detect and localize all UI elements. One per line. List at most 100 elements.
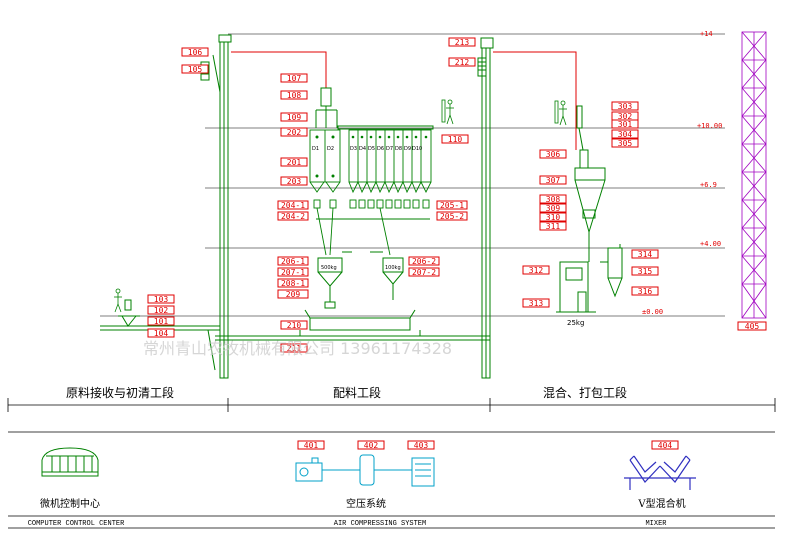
tag-label: 402 xyxy=(364,441,379,450)
air-system-label: 空压系统 xyxy=(346,497,386,510)
tag-label: 302 xyxy=(618,112,633,121)
tag-label: 211 xyxy=(287,344,302,353)
conveying-lines xyxy=(231,51,577,150)
tag-label: 304 xyxy=(618,130,633,139)
computer-center-label: 微机控制中心 xyxy=(40,497,100,510)
section-divider xyxy=(7,398,776,412)
pulse-dust-collector-2 xyxy=(477,57,487,77)
section-title-batching: 配料工段 xyxy=(333,385,381,400)
tag-label: 205-1 xyxy=(440,201,464,210)
tag-label: 404 xyxy=(658,441,673,450)
worker-icon xyxy=(441,99,454,125)
tag-label: 108 xyxy=(287,91,302,100)
tag-label: 312 xyxy=(529,266,544,275)
tag-label: 104 xyxy=(154,329,169,338)
batching-bins xyxy=(309,129,432,194)
tag-label: 101 xyxy=(154,317,169,326)
tag-label: 203 xyxy=(287,177,302,186)
tag-label: 213 xyxy=(455,38,470,47)
tag-label: 110 xyxy=(448,135,463,144)
tag-label: 309 xyxy=(546,204,561,213)
tag-label: 301 xyxy=(618,120,633,129)
level-label: +4.00 xyxy=(700,240,721,248)
buffer-hopper xyxy=(215,309,490,341)
dust-collector-mix xyxy=(600,244,623,298)
tag-label: 204-2 xyxy=(281,212,305,221)
tag-label: 303 xyxy=(618,102,633,111)
worker-icon xyxy=(554,100,567,126)
screw-feeders xyxy=(313,199,430,256)
tag-label: 315 xyxy=(638,267,653,276)
tag-label: 314 xyxy=(638,250,653,259)
equipment-tags: 106 105 103 102 101 104 210 211 107 108 … xyxy=(147,37,767,353)
air-system-label-en: AIR COMPRESSING SYSTEM xyxy=(334,520,426,528)
packing-machine xyxy=(556,255,596,313)
equipment-panel-frame xyxy=(8,431,775,529)
mixer-label-en: MIXER xyxy=(645,520,667,528)
bin-label: D5 xyxy=(368,146,375,152)
bucket-elevator-2 xyxy=(480,37,494,379)
bin-label: D6 xyxy=(377,146,384,152)
watermark-text: 常州青山农牧机械有限公司 13961174328 xyxy=(143,339,452,358)
level-label: +14 xyxy=(700,30,713,38)
tag-label: 316 xyxy=(638,287,653,296)
tag-label: 107 xyxy=(287,74,302,83)
tag-label: 313 xyxy=(529,299,544,308)
tag-label: 206-1 xyxy=(281,257,305,266)
bin-label: D8 xyxy=(395,146,402,152)
batching-scale-500kg xyxy=(317,251,352,309)
bin-label: D3 xyxy=(350,146,357,152)
lattice-tower xyxy=(741,31,767,319)
tag-label: 105 xyxy=(188,65,203,74)
v-mixer-unit xyxy=(574,105,606,255)
tag-label: 205-2 xyxy=(440,212,464,221)
bin-label: D9 xyxy=(404,146,411,152)
tag-label: 308 xyxy=(546,195,561,204)
batching-scale-100kg xyxy=(370,251,404,300)
tag-label: 103 xyxy=(154,295,169,304)
computer-control-center-icon xyxy=(41,447,99,477)
tag-label: 212 xyxy=(455,58,470,67)
tag-label: 202 xyxy=(287,128,302,137)
air-compressor-icon xyxy=(295,454,435,487)
worker-icon xyxy=(114,288,122,313)
tag-label: 210 xyxy=(287,321,302,330)
bin-label: D1 xyxy=(312,146,319,152)
bucket-elevator-1 xyxy=(212,34,232,379)
section-title-mixing: 混合、打包工段 xyxy=(543,385,627,400)
tag-label: 307 xyxy=(546,176,561,185)
bin-label: D2 xyxy=(327,146,334,152)
tag-label: 403 xyxy=(414,441,429,450)
tag-label: 401 xyxy=(304,441,319,450)
tag-label: 102 xyxy=(154,306,169,315)
tag-label: 204-1 xyxy=(281,201,305,210)
tag-label: 209 xyxy=(286,290,301,299)
scale-label: 100kg xyxy=(385,265,401,271)
v-mixer-icon xyxy=(624,455,696,490)
level-labels: +14 +10.00 +6.9 +4.00 ±0.00 xyxy=(642,30,722,316)
level-label: +10.00 xyxy=(697,122,722,130)
bin-label: D10 xyxy=(412,146,422,152)
bin-level-markers xyxy=(315,135,428,178)
level-label: ±0.00 xyxy=(642,308,663,316)
tag-label: 106 xyxy=(188,48,203,57)
tag-label: 311 xyxy=(546,222,561,231)
computer-center-label-en: COMPUTER CONTROL CENTER xyxy=(28,520,125,528)
mixer-label: V型混合机 xyxy=(637,497,685,510)
tag-label: 310 xyxy=(546,213,561,222)
tag-label: 206-2 xyxy=(412,257,436,266)
tag-label: 208-1 xyxy=(281,279,305,288)
bin-labels: D1 D2 D3 D4 D5 D6 D7 D8 D9 D10 xyxy=(312,146,422,152)
level-label: +6.9 xyxy=(700,181,717,189)
bin-label: D4 xyxy=(359,146,366,152)
scale-label: 500kg xyxy=(321,265,337,271)
tag-label: 207-2 xyxy=(412,268,436,277)
tag-label: 201 xyxy=(287,158,302,167)
tag-label: 305 xyxy=(618,139,633,148)
rotary-distributor xyxy=(315,87,434,130)
tag-label: 306 xyxy=(546,150,561,159)
mixer-tag: 404 xyxy=(651,440,679,450)
bin-label: D7 xyxy=(386,146,393,152)
tag-label: 109 xyxy=(287,113,302,122)
